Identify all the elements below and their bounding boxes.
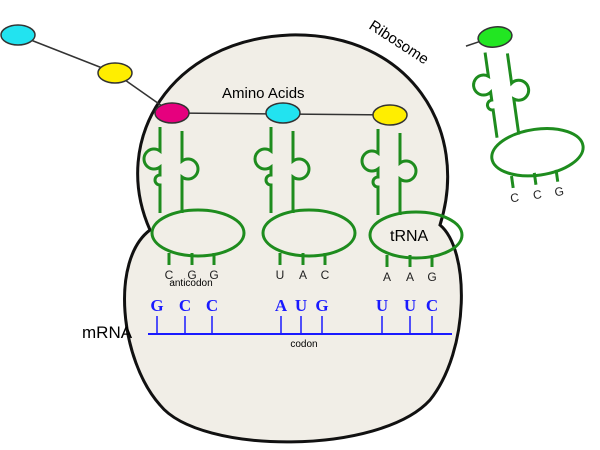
amino-acid — [154, 102, 190, 124]
amino-acid-chain — [0, 24, 391, 116]
mrna-label: mRNA — [82, 323, 133, 342]
trna-anticodon-loop — [261, 208, 357, 258]
anticodon-base: G — [554, 184, 565, 199]
anticodon-base: G — [187, 268, 196, 282]
anticodon-base: C — [509, 190, 520, 205]
anticodon-base: A — [383, 270, 391, 284]
codon-base: U — [295, 296, 307, 315]
anticodon-base: G — [209, 268, 218, 282]
trna-anticodon-loop — [490, 127, 585, 178]
amino-acid — [265, 102, 301, 124]
codon-base: G — [315, 296, 328, 315]
amino-acid — [477, 26, 513, 48]
amino-acid — [372, 104, 408, 126]
codon-label: codon — [290, 339, 317, 350]
amino-acid — [0, 24, 36, 46]
codon-base: C — [179, 296, 191, 315]
codon-base: U — [376, 296, 388, 315]
amino-acid — [97, 62, 133, 84]
anticodon-base: A — [406, 270, 414, 284]
anticodon-base: C — [532, 187, 543, 202]
anticodon-base: U — [276, 268, 285, 282]
codon-base: A — [275, 296, 288, 315]
anticodon-base: G — [427, 270, 436, 284]
trna-anticodon-loop — [368, 210, 464, 260]
anticodon-base: C — [165, 268, 174, 282]
codon-base: G — [150, 296, 163, 315]
codon-base: C — [206, 296, 218, 315]
trna-label: tRNA — [390, 228, 429, 245]
amino-acids-label: Amino Acids — [222, 85, 305, 102]
anticodon-base: C — [321, 268, 330, 282]
codon-base: U — [404, 296, 416, 315]
trna-stem — [467, 45, 537, 142]
codon-base: C — [426, 296, 438, 315]
trna-anticodon-loop — [150, 208, 246, 258]
anticodon-label: anticodon — [169, 278, 212, 289]
anticodon-base: A — [299, 268, 307, 282]
